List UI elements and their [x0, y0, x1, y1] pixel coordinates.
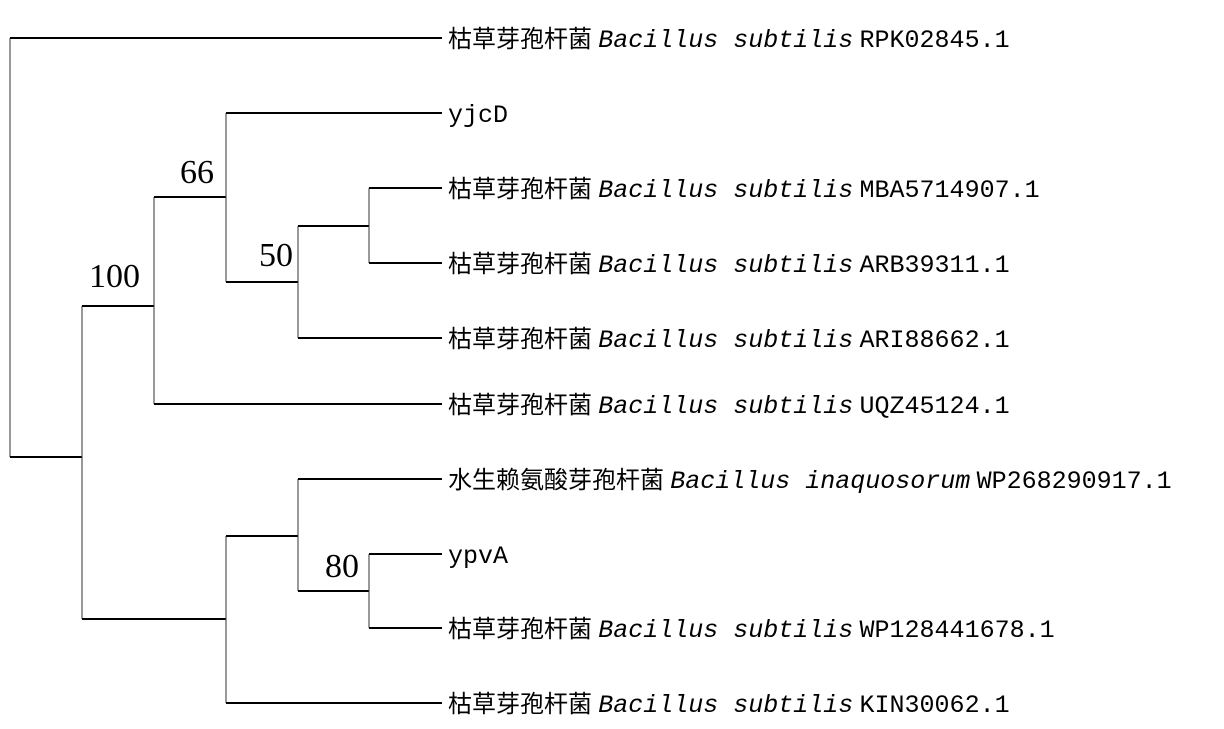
leaf-label: 枯草芽孢杆菌 Bacillus subtilis RPK02845.1: [448, 25, 1010, 55]
leaf-species: Bacillus inaquosorum: [670, 467, 970, 496]
leaf-label: 水生赖氨酸芽孢杆菌 Bacillus inaquosorum WP2682909…: [448, 466, 1172, 496]
leaf-chinese-name: 枯草芽孢杆菌: [448, 615, 592, 643]
leaf-accession: KIN30062.1: [860, 691, 1010, 720]
leaf-chinese-name: 枯草芽孢杆菌: [448, 391, 592, 419]
leaf-species: Bacillus subtilis: [598, 251, 853, 280]
leaf-chinese-name: 枯草芽孢杆菌: [448, 25, 592, 53]
leaf-chinese-name: 枯草芽孢杆菌: [448, 175, 592, 203]
leaf-chinese-name: 枯草芽孢杆菌: [448, 690, 592, 718]
leaf-accession: UQZ45124.1: [860, 392, 1010, 421]
leaf-chinese-name: 水生赖氨酸芽孢杆菌: [448, 466, 664, 494]
leaf-species: Bacillus subtilis: [598, 176, 853, 205]
bootstrap-label: 80: [325, 548, 359, 585]
leaf-species: Bacillus subtilis: [598, 616, 853, 645]
leaf-accession: yjcD: [448, 101, 508, 130]
leaf-label: 枯草芽孢杆菌 Bacillus subtilis WP128441678.1: [448, 615, 1055, 645]
leaf-label: ypvA: [448, 542, 508, 571]
leaf-accession: MBA5714907.1: [860, 176, 1040, 205]
leaf-label: 枯草芽孢杆菌 Bacillus subtilis ARI88662.1: [448, 325, 1010, 355]
leaf-accession: ypvA: [448, 542, 508, 571]
leaf-accession: ARB39311.1: [860, 251, 1010, 280]
bootstrap-label: 50: [259, 237, 293, 274]
leaf-label: 枯草芽孢杆菌 Bacillus subtilis UQZ45124.1: [448, 391, 1010, 421]
leaf-accession: ARI88662.1: [860, 326, 1010, 355]
tree-branches: [9, 37, 442, 704]
leaf-label: 枯草芽孢杆菌 Bacillus subtilis KIN30062.1: [448, 690, 1010, 720]
leaf-accession: RPK02845.1: [860, 26, 1010, 55]
leaf-accession: WP268290917.1: [977, 467, 1172, 496]
leaf-accession: WP128441678.1: [860, 616, 1055, 645]
leaf-species: Bacillus subtilis: [598, 26, 853, 55]
leaf-chinese-name: 枯草芽孢杆菌: [448, 325, 592, 353]
leaf-label: 枯草芽孢杆菌 Bacillus subtilis ARB39311.1: [448, 250, 1010, 280]
bootstrap-label: 100: [89, 258, 140, 295]
leaf-label: yjcD: [448, 101, 508, 130]
leaf-species: Bacillus subtilis: [598, 691, 853, 720]
leaf-species: Bacillus subtilis: [598, 326, 853, 355]
leaf-chinese-name: 枯草芽孢杆菌: [448, 250, 592, 278]
leaf-species: Bacillus subtilis: [598, 392, 853, 421]
leaf-labels: 枯草芽孢杆菌 Bacillus subtilis RPK02845.1 yjcD 枯…: [448, 25, 1172, 720]
leaf-label: 枯草芽孢杆菌 Bacillus subtilis MBA5714907.1: [448, 175, 1040, 205]
bootstrap-label: 66: [180, 154, 214, 191]
bootstrap-values: 100 66 50 80: [89, 154, 359, 585]
